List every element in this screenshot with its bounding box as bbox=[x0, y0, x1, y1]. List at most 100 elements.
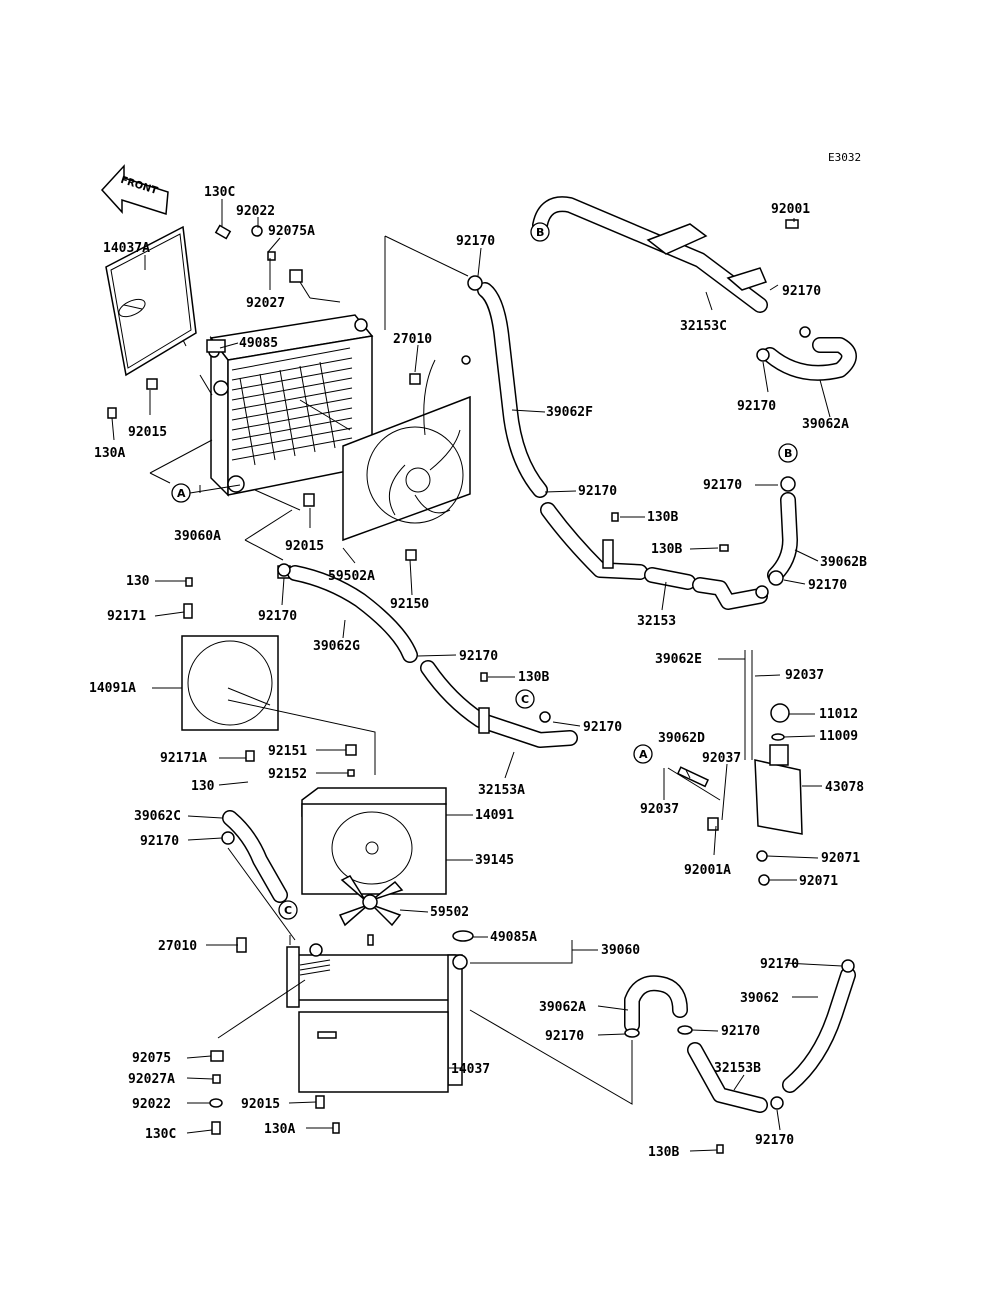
part-label: 130C bbox=[145, 1127, 176, 1142]
part-label: 39062B bbox=[820, 555, 867, 570]
part-label: 92075 bbox=[132, 1051, 171, 1066]
part-label: 130B bbox=[651, 542, 682, 557]
part-label: 92037 bbox=[702, 751, 741, 766]
part-label: 39062E bbox=[655, 652, 702, 667]
part-label: 92015 bbox=[241, 1097, 280, 1112]
hose-39062f bbox=[467, 275, 548, 498]
part-label: 39062C bbox=[134, 809, 181, 824]
part-label: 92015 bbox=[128, 425, 167, 440]
fan-shroud-14091a bbox=[181, 577, 279, 762]
washer-92152 bbox=[347, 769, 355, 777]
part-label: 92170 bbox=[755, 1133, 794, 1148]
part-label: 14091 bbox=[475, 808, 514, 823]
part-label: 130 bbox=[191, 779, 215, 794]
part-label: 27010 bbox=[393, 332, 432, 347]
part-label: 39060A bbox=[174, 529, 221, 544]
svg-text:A: A bbox=[177, 487, 186, 500]
part-label: 14091A bbox=[89, 681, 136, 696]
part-label: 11012 bbox=[819, 707, 858, 722]
part-label: 92022 bbox=[236, 204, 275, 219]
part-label: 92171 bbox=[107, 609, 146, 624]
part-label: 130A bbox=[94, 446, 125, 461]
part-label: 92170 bbox=[459, 649, 498, 664]
part-label: 92170 bbox=[760, 957, 799, 972]
part-label: 92171A bbox=[160, 751, 207, 766]
leader-lines bbox=[111, 199, 843, 1152]
guide-lines-bottom bbox=[217, 699, 633, 1105]
fan-59502 bbox=[338, 875, 404, 946]
ref-b-right: B bbox=[778, 443, 798, 463]
hose-39062c bbox=[221, 810, 288, 903]
part-label: 39062 bbox=[740, 991, 779, 1006]
part-label: 92071 bbox=[799, 874, 838, 889]
part-label: 92170 bbox=[258, 609, 297, 624]
pipe-32153 bbox=[540, 502, 769, 610]
part-label: 11009 bbox=[819, 729, 858, 744]
part-label: 92170 bbox=[583, 720, 622, 735]
ref-b-top: B bbox=[530, 222, 550, 242]
part-label: 92027 bbox=[246, 296, 285, 311]
part-label: 92015 bbox=[285, 539, 324, 554]
part-label: 39062A bbox=[539, 1000, 586, 1015]
bolt-92151 bbox=[345, 744, 357, 756]
ref-a-left: A bbox=[171, 483, 191, 503]
part-label: 92001 bbox=[771, 202, 810, 217]
svg-text:B: B bbox=[536, 226, 544, 239]
part-label: 92170 bbox=[808, 578, 847, 593]
guide-lines-top bbox=[149, 235, 469, 561]
part-label: 39062G bbox=[313, 639, 360, 654]
part-label: 92170 bbox=[703, 478, 742, 493]
part-label: 92037 bbox=[640, 802, 679, 817]
part-label: 130B bbox=[518, 670, 549, 685]
part-label: 92170 bbox=[456, 234, 495, 249]
part-label: 92151 bbox=[268, 744, 307, 759]
part-label: 92170 bbox=[545, 1029, 584, 1044]
radiator-bottom bbox=[286, 943, 468, 1093]
part-label: 130B bbox=[647, 510, 678, 525]
part-label: 32153 bbox=[637, 614, 676, 629]
part-label: 130B bbox=[648, 1145, 679, 1160]
bolt-130b-a bbox=[611, 512, 619, 522]
bolt-130b-b bbox=[719, 544, 729, 552]
hose-39062a-bottom bbox=[624, 975, 693, 1038]
drawing-code: E3032 bbox=[828, 151, 861, 164]
part-label: 92071 bbox=[821, 851, 860, 866]
bolt-92001 bbox=[785, 219, 799, 229]
part-label: 32153C bbox=[680, 319, 727, 334]
part-label: 130A bbox=[264, 1122, 295, 1137]
cap-49085a bbox=[452, 930, 474, 942]
part-label: 92022 bbox=[132, 1097, 171, 1112]
part-label: 92152 bbox=[268, 767, 307, 782]
ref-c-left: C bbox=[278, 900, 298, 920]
part-label: 92075A bbox=[268, 224, 315, 239]
hose-39062a bbox=[756, 337, 857, 381]
radiator-top bbox=[208, 314, 374, 497]
radiator-screen-top bbox=[105, 225, 197, 377]
part-label: 39062D bbox=[658, 731, 705, 746]
hose-39062b bbox=[767, 476, 798, 586]
part-labels: 130C 92022 92075A 14037A 92027 49085 270… bbox=[89, 185, 867, 1160]
part-label: 59502A bbox=[328, 569, 375, 584]
part-label: 43078 bbox=[825, 780, 864, 795]
fan-shroud-14091 bbox=[301, 787, 447, 895]
part-label: 14037 bbox=[451, 1062, 490, 1077]
pipe-32153c bbox=[532, 196, 811, 338]
part-label: 92037 bbox=[785, 668, 824, 683]
hose-39062d bbox=[667, 766, 721, 831]
part-label: 32153A bbox=[478, 783, 525, 798]
svg-text:B: B bbox=[784, 447, 792, 460]
part-label: 92001A bbox=[684, 863, 731, 878]
part-label: 39145 bbox=[475, 853, 514, 868]
part-label: 92170 bbox=[578, 484, 617, 499]
part-label: 130 bbox=[126, 574, 150, 589]
part-label: 59502 bbox=[430, 905, 469, 920]
part-label: 92150 bbox=[390, 597, 429, 612]
part-label: 92170 bbox=[737, 399, 776, 414]
hose-39062g bbox=[277, 563, 418, 663]
part-label: 92027A bbox=[128, 1072, 175, 1087]
part-label: 27010 bbox=[158, 939, 197, 954]
pipe-32153a bbox=[420, 660, 578, 748]
part-label: 49085 bbox=[239, 336, 278, 351]
hose-39062 bbox=[770, 959, 856, 1110]
